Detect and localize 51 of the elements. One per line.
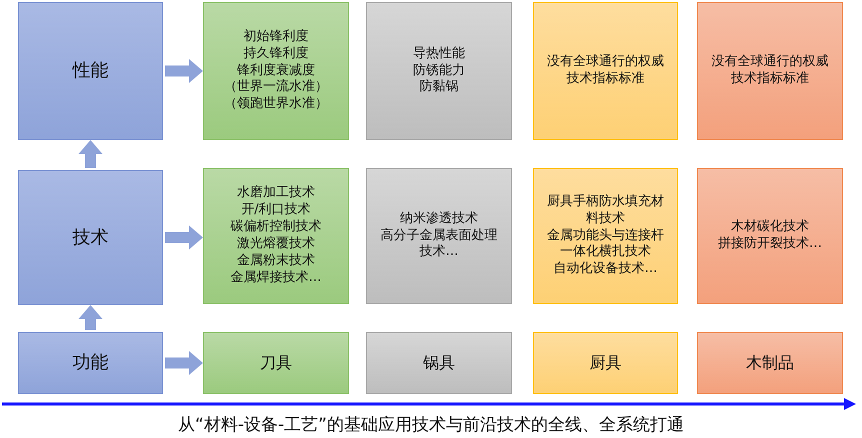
- box-text: 水磨加工技术: [237, 185, 315, 202]
- caption: 从“材料-设备-工艺”的基础应用技术与前沿技术的全线、全系统打通: [177, 414, 685, 436]
- box-text: 拼接防开裂技术…: [718, 236, 822, 253]
- content-box: [533, 168, 678, 304]
- box-text: 防黏锅: [420, 79, 458, 96]
- box-text: （领跑世界水准）: [224, 96, 328, 114]
- box-text: 厨具: [590, 352, 622, 374]
- box-text: 高分子金属表面处理技术…: [380, 228, 498, 262]
- category-box: [18, 2, 163, 140]
- content-box: [366, 2, 512, 140]
- block-arrow: [165, 351, 203, 375]
- content-box: [203, 168, 349, 304]
- box-text: 技术: [72, 226, 108, 250]
- box-text: 纳米渗透技术: [400, 210, 478, 228]
- content-box: [203, 2, 349, 140]
- block-arrow: [78, 305, 102, 330]
- box-text: 锅具: [423, 352, 455, 374]
- category-box: [18, 332, 163, 394]
- box-text: 初始锋利度: [244, 28, 308, 46]
- content-box: [366, 168, 512, 304]
- box-text: 持久锋利度: [244, 46, 308, 63]
- box-text: 激光熔覆技术: [237, 236, 315, 253]
- box-text: 没有全球通行的权威技术指标标准: [546, 54, 665, 88]
- block-arrow: [165, 59, 203, 83]
- box-text: 开/利口技术: [241, 202, 311, 219]
- box-text: 木制品: [746, 352, 794, 374]
- box-text: 功能: [72, 351, 108, 375]
- box-text: 防锈能力: [413, 62, 465, 79]
- block-arrow: [165, 226, 203, 250]
- box-text: 金属粉末技术: [237, 252, 315, 270]
- box-text: 自动化设备技术…: [554, 261, 658, 278]
- content-box: [697, 332, 843, 394]
- box-text: 性能: [72, 59, 108, 83]
- content-box: [366, 332, 512, 394]
- content-box: [203, 332, 349, 394]
- box-text: 没有全球通行的权威技术指标标准: [710, 54, 830, 88]
- box-text: （世界一流水准）: [224, 79, 328, 96]
- content-box: [697, 2, 843, 140]
- box-text: 刀具: [260, 352, 292, 374]
- box-text: 金属功能头与连接杆一体化横扎技术: [546, 228, 665, 261]
- box-text: 木材碳化技术: [731, 219, 809, 236]
- content-box: [697, 168, 843, 304]
- block-arrow: [78, 140, 102, 168]
- box-text: 碳偏析控制技术: [230, 219, 322, 236]
- box-text: 厨具手柄防水填充材料技术: [546, 194, 665, 228]
- category-box: [18, 170, 163, 305]
- box-text: 金属焊接技术…: [230, 270, 322, 287]
- content-box: [533, 332, 678, 394]
- content-box: [533, 2, 678, 140]
- box-text: 锋利度衰减度: [237, 62, 315, 79]
- box-text: 导热性能: [413, 46, 465, 63]
